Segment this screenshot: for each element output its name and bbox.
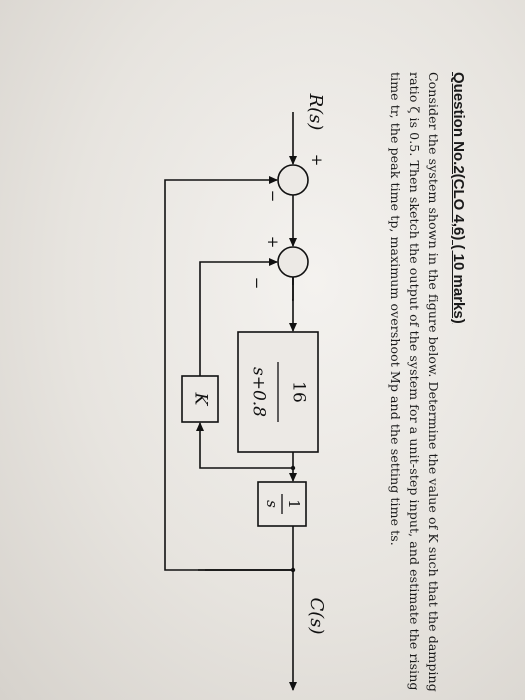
inner-feedback-return-line: [199, 258, 278, 376]
plant-denominator: s+0.8: [249, 367, 269, 417]
feedback-gain-label: K: [191, 392, 211, 407]
inner-feedback-tap-dot: [290, 465, 296, 471]
summing-junction-2: [277, 246, 309, 278]
input-label: R(s): [305, 93, 326, 131]
sum1-plus-sign: +: [308, 154, 326, 167]
integrator-denominator: s: [263, 500, 281, 508]
feedback-gain-block: [181, 375, 219, 423]
outer-feedback-line: [164, 176, 293, 571]
sum2-plus-sign: +: [264, 236, 282, 249]
output-label: C(s): [306, 597, 327, 634]
sum2-minus-sign: −: [248, 277, 266, 290]
inner-feedback-line: [196, 422, 293, 469]
sum1-minus-sign: −: [264, 190, 282, 203]
plant-numerator: 16: [289, 381, 309, 403]
integrator-numerator: 1: [285, 499, 303, 509]
